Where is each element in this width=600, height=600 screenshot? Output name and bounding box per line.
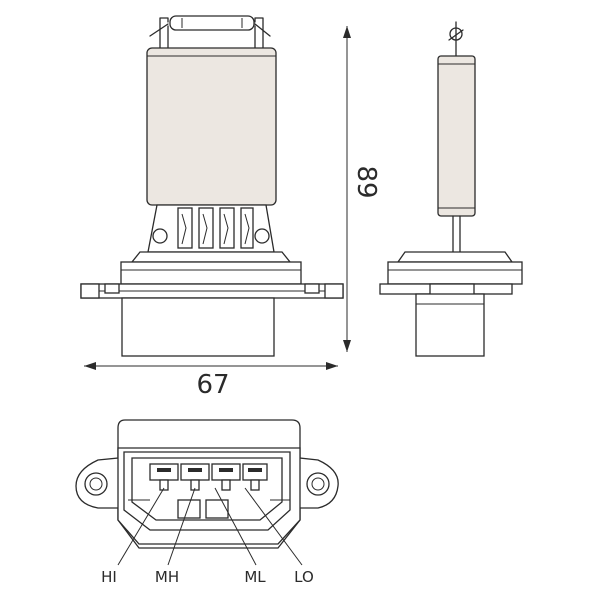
flange — [80, 251, 344, 299]
height-label: 89 — [351, 165, 381, 198]
pin-label-mh: MH — [155, 568, 179, 586]
pin-leaders — [117, 487, 303, 566]
width-dimension — [84, 362, 338, 370]
side-resistor-body — [437, 55, 476, 217]
terminal-block — [147, 204, 275, 253]
width-label: 67 — [196, 370, 229, 400]
pin-label-hi: HI — [101, 568, 117, 586]
pin-label-ml: ML — [244, 568, 266, 586]
mount-hole-right — [306, 472, 330, 496]
terminal-slots — [149, 463, 268, 491]
plug-body — [121, 297, 275, 357]
pin-label-lo: LO — [294, 568, 314, 586]
resistor-body — [146, 47, 277, 206]
front-view — [80, 15, 344, 357]
connector-face-view — [75, 419, 339, 566]
thermal-fuse — [149, 15, 271, 49]
height-dimension — [343, 26, 351, 352]
side-view — [379, 21, 523, 357]
mount-hole-left — [84, 472, 108, 496]
